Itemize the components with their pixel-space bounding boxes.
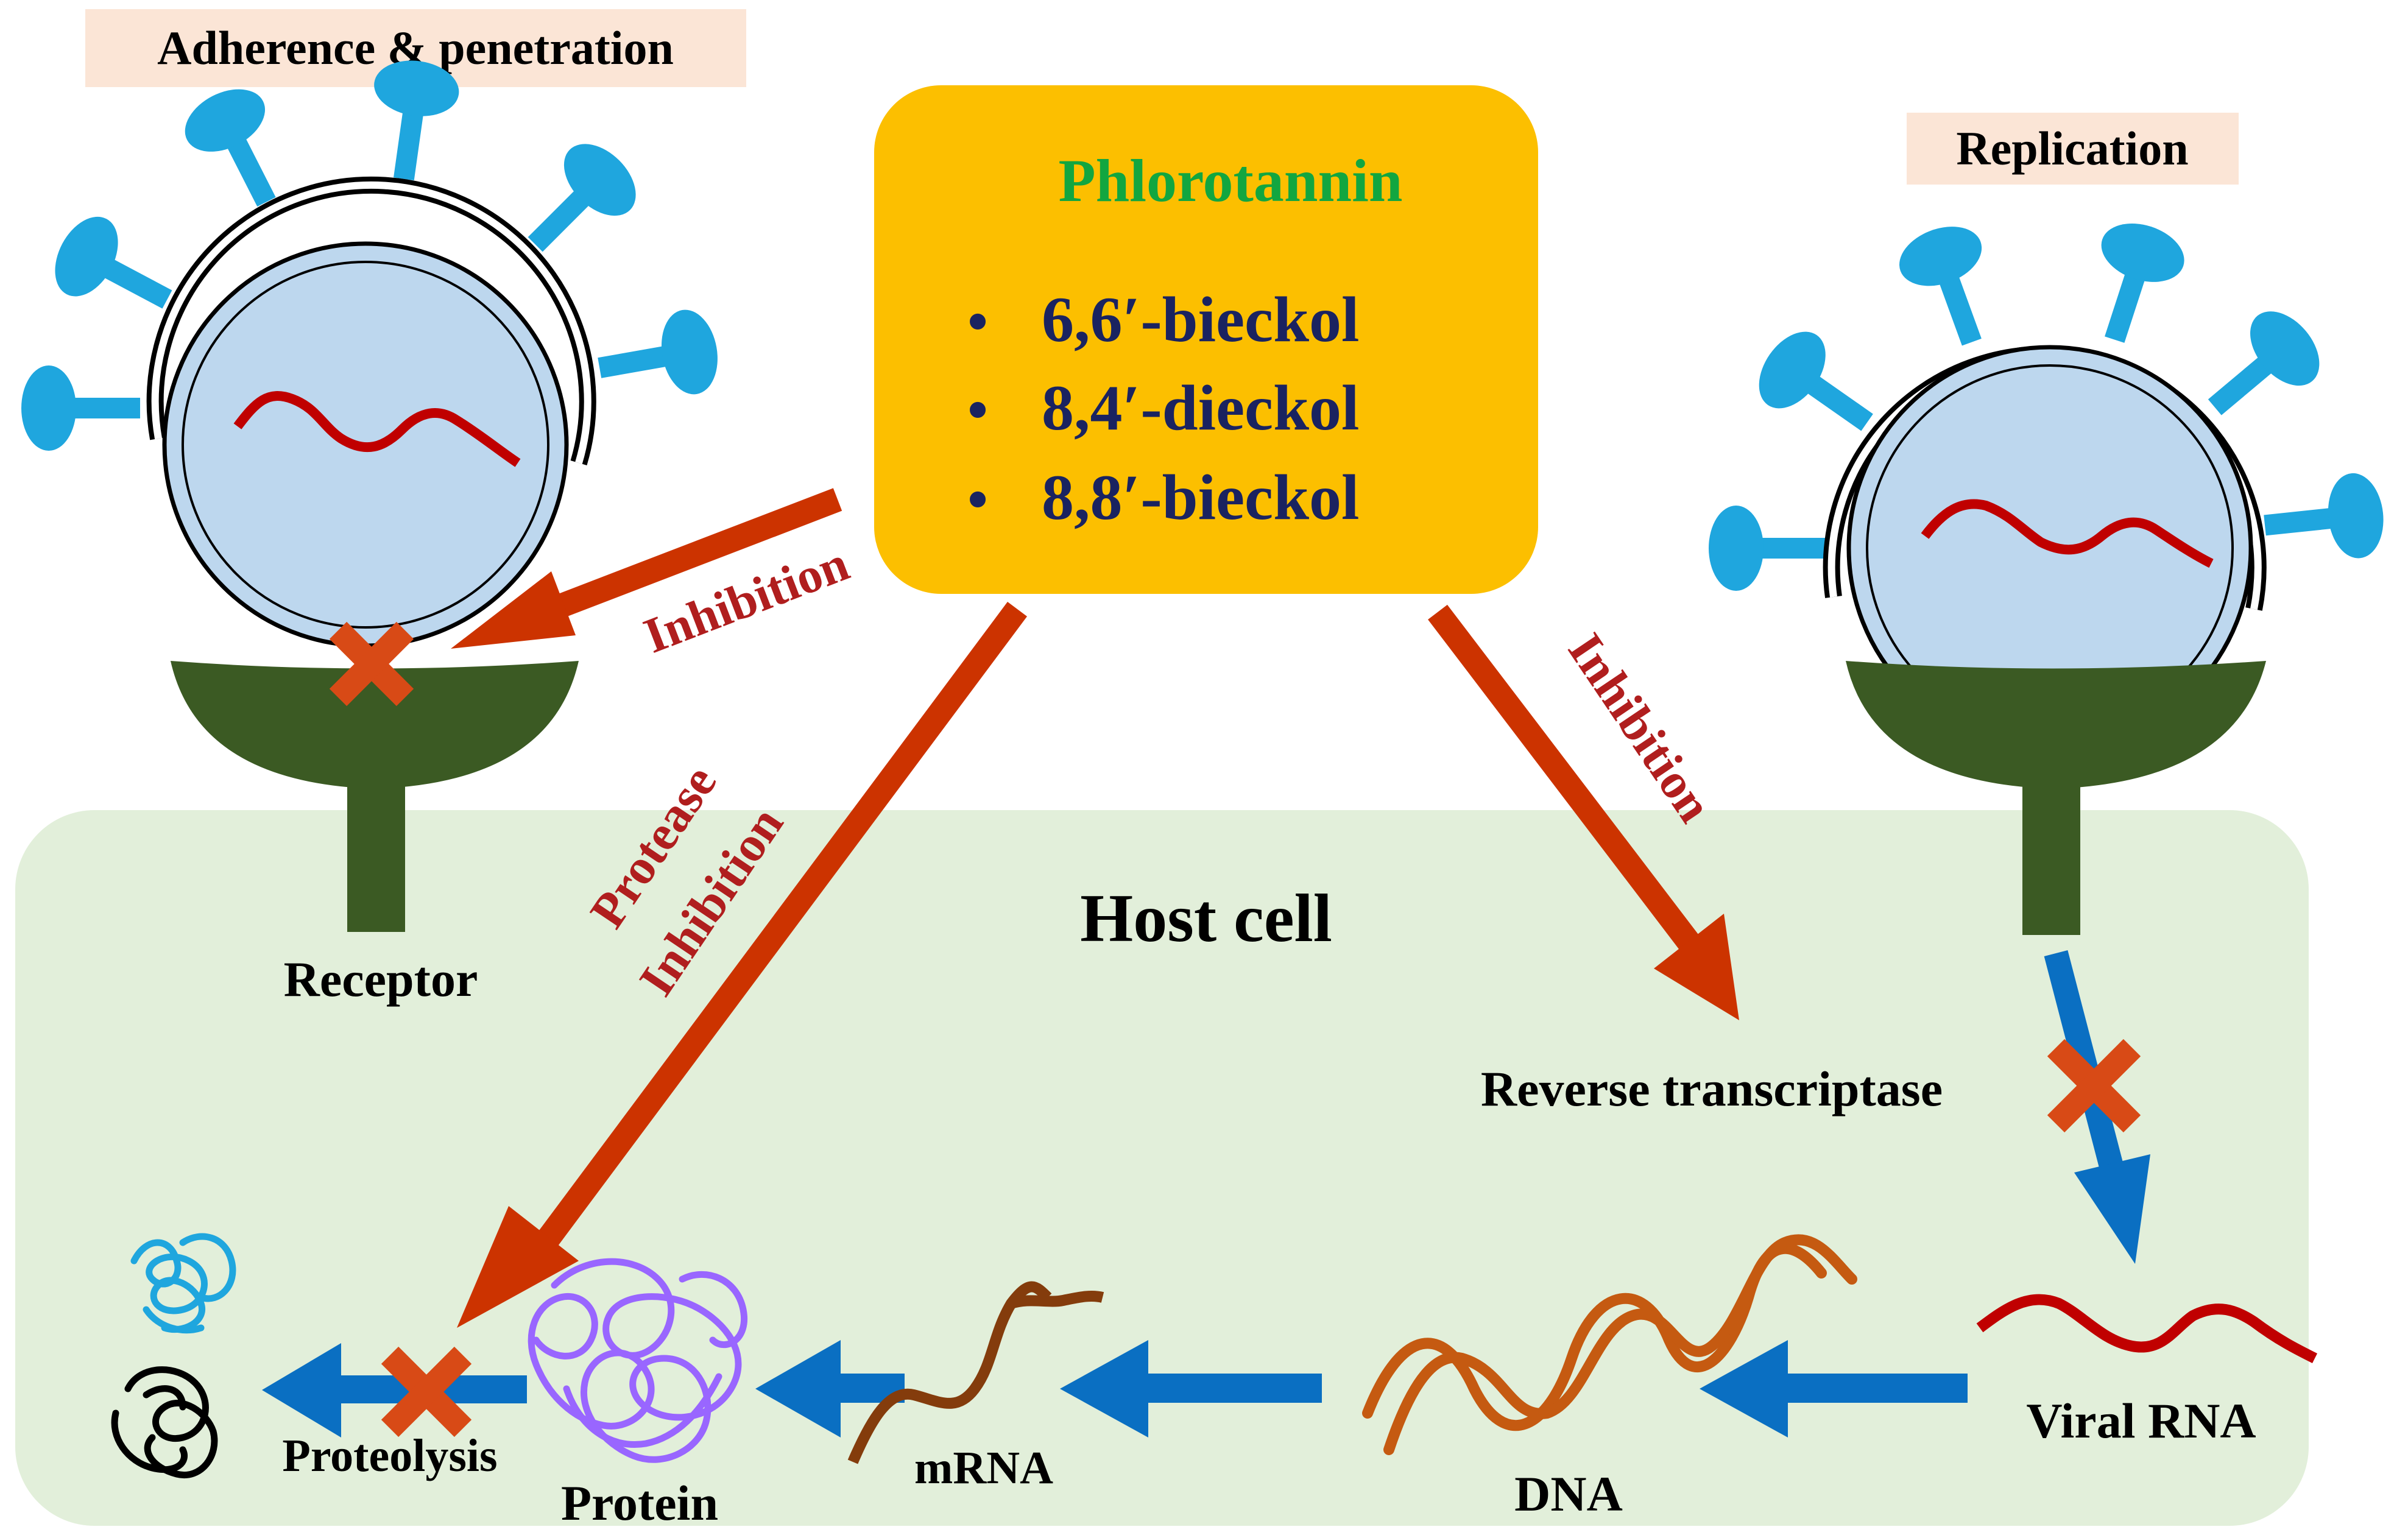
protein-label: Protein — [561, 1475, 718, 1531]
compound-1: 6,6′-bieckol — [1042, 284, 1360, 355]
cross-mark-proteolysis — [381, 1346, 472, 1437]
peptide-fragment-black — [111, 1366, 218, 1478]
inhibition-arrow-reverse-transcriptase — [1428, 604, 1739, 1020]
virion-left-rna — [233, 391, 521, 467]
flow-arrow-dna-to-mrna — [1060, 1340, 1322, 1437]
flow-arrow-rna-to-dna — [1700, 1340, 1968, 1437]
mrna-label: mRNA — [914, 1442, 1053, 1494]
compound-bullet-1: • — [967, 289, 988, 354]
peptide-fragment-blue — [130, 1233, 236, 1334]
receptor-right — [1846, 661, 2266, 935]
virion-left — [21, 55, 724, 648]
compound-bullet-2: • — [967, 377, 988, 442]
protease-inhibition-arrow — [457, 602, 1028, 1328]
viral-rna-strand — [1976, 1294, 2318, 1364]
compound-2: 8,4′-dieckol — [1042, 372, 1360, 443]
receptor-label: Receptor — [284, 951, 478, 1007]
phlorotannin-title: Phlorotannin — [1059, 147, 1403, 214]
receptor-left — [171, 661, 579, 932]
inhibition-arrow-adherence — [451, 488, 842, 649]
flow-arrow-mrna-to-protein — [755, 1340, 905, 1437]
dna-label: DNA — [1514, 1466, 1623, 1522]
cross-mark-entry — [2047, 1039, 2141, 1133]
reverse-transcriptase-label: Reverse transcriptase — [1481, 1061, 1943, 1116]
proteolysis-label: Proteolysis — [282, 1430, 497, 1481]
host-cell-label: Host cell — [1080, 881, 1332, 956]
replication-label: Replication — [1956, 122, 2188, 175]
compound-3: 8,8′-bieckol — [1042, 462, 1360, 533]
replication-label-box — [1907, 113, 2239, 185]
protein-tangle — [528, 1258, 747, 1463]
virion-right-rna — [1921, 499, 2214, 568]
viral-rna-label: Viral RNA — [2026, 1393, 2256, 1448]
phlorotannin-box — [874, 85, 1538, 594]
dna-double-helix — [1362, 1234, 1857, 1455]
virion-right — [1709, 214, 2387, 752]
mrna-strand — [847, 1281, 1052, 1464]
cross-mark-receptor — [329, 621, 414, 707]
compound-bullet-3: • — [967, 467, 988, 532]
